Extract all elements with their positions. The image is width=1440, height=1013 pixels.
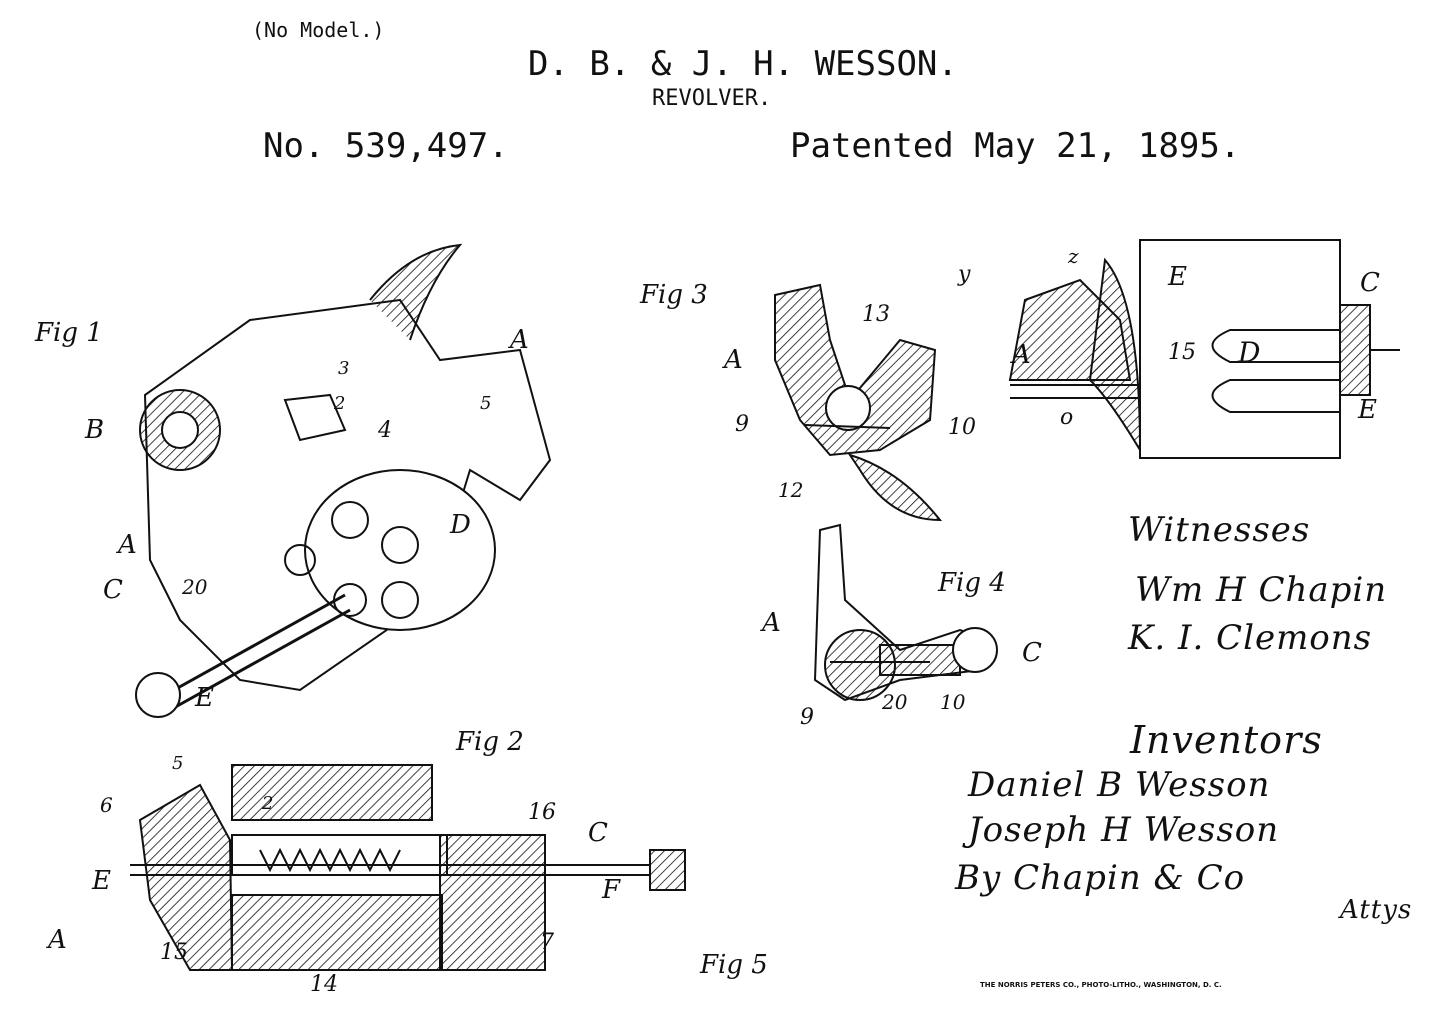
fig2-label: 16	[528, 800, 556, 825]
fig1-label: 20	[182, 575, 208, 599]
fig5-label: z	[1068, 244, 1079, 268]
inventors-title: D. B. & J. H. WESSON.	[528, 44, 958, 84]
fig5-label: E	[1358, 395, 1377, 425]
fig4-label: A	[762, 608, 781, 638]
fig1-label: 2	[334, 393, 346, 414]
witness-signature: Wm H Chapin	[1135, 570, 1388, 610]
fig5-cylinder-drawing	[1008, 239, 1400, 459]
fig2-label: A	[48, 925, 67, 955]
patent-subject: REVOLVER.	[652, 86, 772, 111]
fig5-label: 15	[1168, 340, 1196, 365]
fig5-label: o	[1060, 405, 1074, 430]
fig3-label: 12	[778, 478, 804, 502]
fig2-title: Fig 2	[456, 727, 524, 757]
patent-date: Patented May 21, 1895.	[790, 126, 1241, 166]
fig1-label: A	[118, 530, 137, 560]
fig5-title: Fig 5	[700, 950, 768, 980]
fig2-label: 14	[310, 972, 338, 997]
fig4-label: 10	[940, 690, 966, 714]
attorneys-label: Attys	[1340, 895, 1413, 925]
witness-signature: K. I. Clemons	[1128, 618, 1373, 658]
fig1-title: Fig 1	[35, 318, 103, 348]
fig3-label: 10	[948, 415, 976, 440]
fig3-detail-drawing	[774, 283, 943, 522]
fig5-label: y	[958, 262, 971, 287]
fig4-label: 9	[800, 705, 814, 730]
fig2-label: C	[588, 818, 608, 848]
no-model-note: (No Model.)	[252, 18, 385, 42]
fig1-label: 5	[480, 393, 492, 414]
attorney-signature: By Chapin & Co	[955, 858, 1246, 898]
fig2-label: E	[92, 866, 111, 896]
witnesses-heading: Witnesses	[1128, 510, 1311, 550]
fig2-label: 15	[160, 940, 188, 965]
fig1-label: C	[103, 575, 123, 605]
fig1-label: B	[85, 415, 105, 445]
fig4-label: C	[1022, 638, 1042, 668]
fig4-title: Fig 4	[938, 568, 1006, 598]
fig2-label: 7	[540, 930, 554, 955]
inventor-signature: Daniel B Wesson	[968, 765, 1271, 805]
fig1-label: E	[195, 683, 214, 713]
fig3-label: 13	[862, 302, 890, 327]
fig3-label: 9	[735, 412, 749, 437]
fig2-section-drawing	[130, 764, 686, 971]
fig1-label: 3	[338, 358, 350, 379]
fig1-revolver-drawing	[135, 243, 552, 718]
printer-credit: THE NORRIS PETERS CO., PHOTO-LITHO., WAS…	[980, 981, 1222, 989]
fig4-label: 20	[882, 690, 908, 714]
fig3-title: Fig 3	[640, 280, 708, 310]
fig5-label: A	[1012, 340, 1031, 370]
fig3-label: A	[724, 345, 743, 375]
patent-number: No. 539,497.	[263, 126, 509, 166]
fig5-label: E	[1168, 262, 1187, 292]
inventor-signature: Joseph H Wesson	[968, 810, 1280, 850]
fig2-label: F	[602, 875, 621, 905]
fig1-label: 4	[378, 418, 392, 443]
fig1-label: A	[510, 325, 529, 355]
fig1-label: D	[450, 510, 471, 540]
fig5-label: C	[1360, 268, 1380, 298]
fig5-label: D	[1238, 336, 1261, 369]
fig2-label: 2	[262, 793, 274, 814]
fig2-label: 6	[100, 793, 113, 817]
fig2-label: 5	[172, 753, 184, 774]
fig4-detail-drawing	[813, 523, 998, 702]
inventors-heading: Inventors	[1130, 718, 1323, 762]
